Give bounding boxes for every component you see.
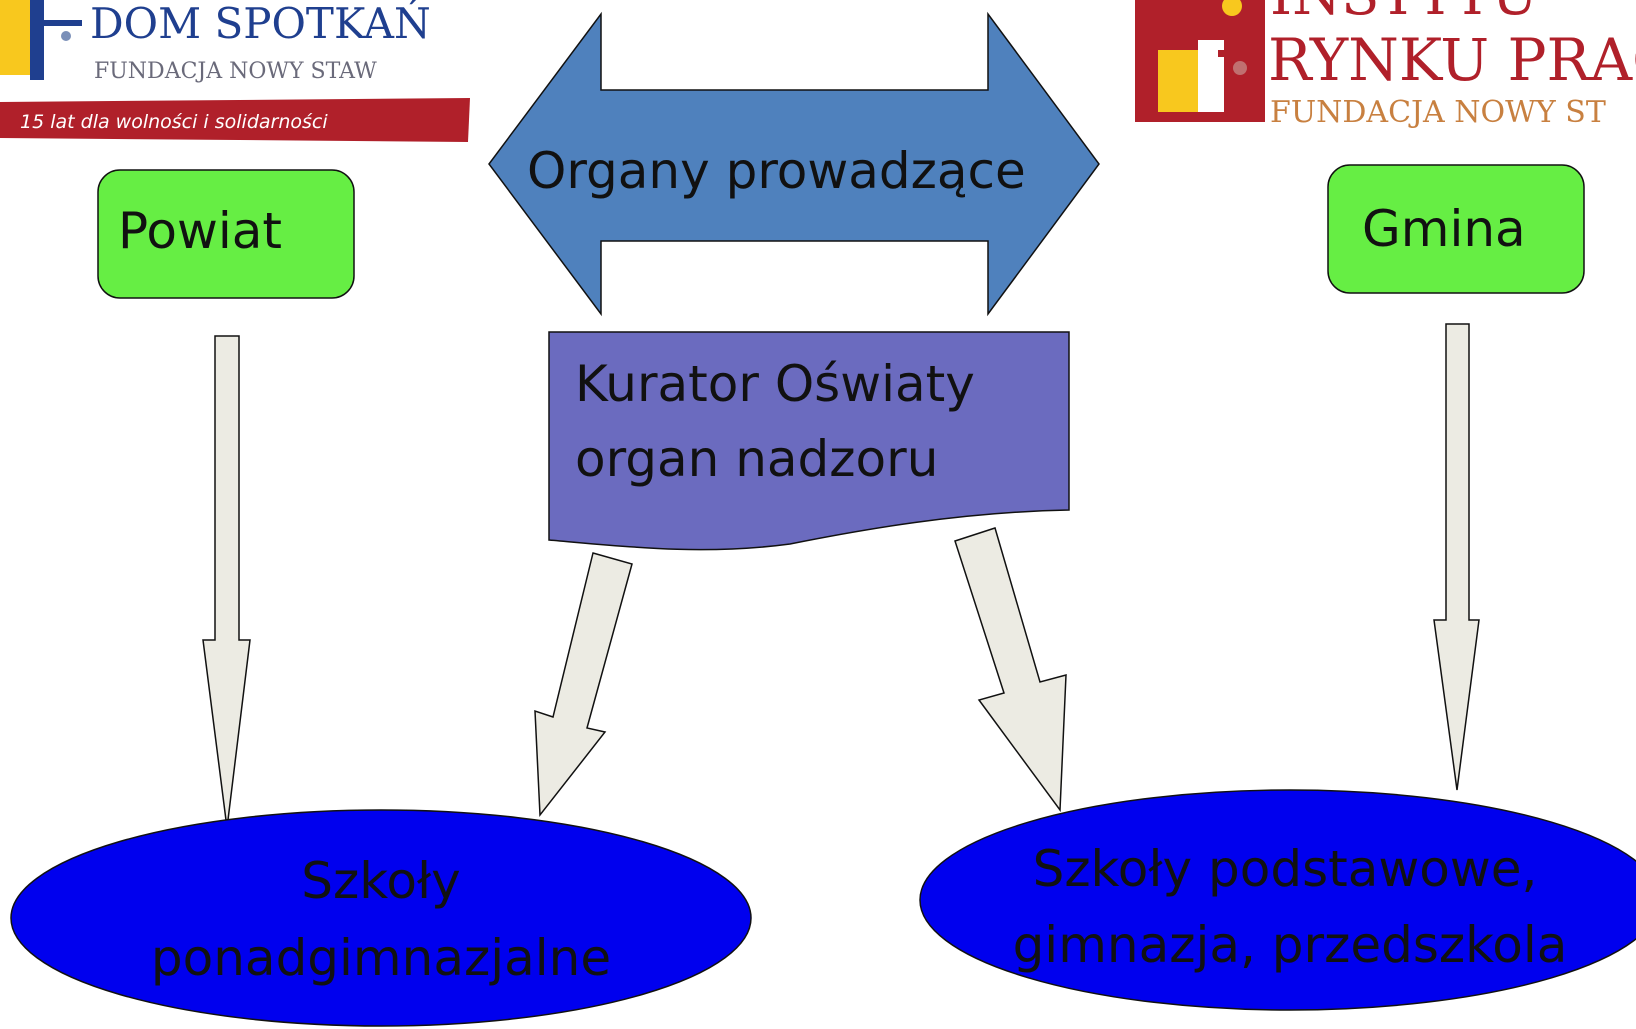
arrow-kurator-to-podstawowe bbox=[954, 527, 1067, 813]
logo-left-red-banner bbox=[0, 98, 470, 142]
logo-left-blue-bar bbox=[30, 0, 44, 80]
logo-left-blue-dash bbox=[44, 20, 82, 26]
organy-prowadzace-arrow: Organy prowadzące bbox=[488, 11, 1100, 317]
szkoly-right-line1: Szkoły podstawowe, bbox=[1033, 840, 1538, 898]
gmina-box bbox=[1327, 164, 1585, 294]
logo-right-pink-dot bbox=[1233, 61, 1247, 75]
kurator-label-line2: organ nadzoru bbox=[575, 430, 938, 488]
szkoly-right-ellipse bbox=[919, 789, 1636, 1011]
logo-right-subtitle: FUNDACJA NOWY ST bbox=[1270, 95, 1606, 130]
logo-right-red-dash bbox=[1218, 50, 1260, 57]
gmina-node: Gmina bbox=[1327, 164, 1585, 294]
logo-left-title: DOM SPOTKAŃ bbox=[90, 0, 431, 48]
kurator-node: Kurator Oświaty organ nadzoru bbox=[548, 331, 1070, 551]
double-arrow-shape bbox=[488, 11, 1100, 317]
szkoly-left-ellipse bbox=[10, 809, 752, 1027]
logo-right-yellow-dot bbox=[1222, 0, 1242, 16]
logo-right-title: RYNKU PRAC bbox=[1268, 26, 1636, 94]
down-arrow-shape bbox=[1433, 323, 1480, 791]
szkoly-podstawowe-node: Szkoły podstawowe, gimnazja, przedszkola bbox=[919, 789, 1636, 1011]
logo-left-dot bbox=[61, 31, 71, 41]
szkoly-left-line2: ponadgimnazjalne bbox=[151, 929, 611, 987]
kurator-box bbox=[548, 331, 1070, 551]
powiat-label: Powiat bbox=[118, 202, 282, 260]
gmina-label: Gmina bbox=[1362, 200, 1526, 258]
logo-right-title-top: INSTYTU bbox=[1270, 0, 1538, 28]
arrow-kurator-to-ponadgimnazjalne bbox=[534, 552, 633, 818]
down-arrow-shape bbox=[202, 335, 251, 829]
arrow-gmina-to-podstawowe bbox=[1433, 323, 1480, 791]
szkoly-left-line1: Szkoły bbox=[301, 852, 461, 910]
logo-right-yellow-block bbox=[1158, 50, 1198, 112]
kurator-label-line1: Kurator Oświaty bbox=[575, 355, 975, 413]
szkoly-right-line2: gimnazja, przedszkola bbox=[1013, 916, 1568, 974]
diagonal-arrow-shape bbox=[534, 552, 633, 818]
logo-left-tagline: 15 lat dla wolności i solidarności bbox=[20, 111, 328, 133]
arrow-powiat-to-ponadgimnazjalne bbox=[202, 335, 251, 829]
powiat-box bbox=[97, 169, 355, 299]
diagonal-arrow-shape bbox=[954, 527, 1067, 813]
logo-left-subtitle: FUNDACJA NOWY STAW bbox=[94, 59, 377, 84]
logo-dom-spotkan: DOM SPOTKAŃ FUNDACJA NOWY STAW 15 lat dl… bbox=[0, 0, 470, 142]
logo-instytut-rynku-pracy: INSTYTU RYNKU PRAC FUNDACJA NOWY ST bbox=[1135, 0, 1636, 130]
organy-label: Organy prowadzące bbox=[527, 142, 1026, 200]
powiat-node: Powiat bbox=[97, 169, 355, 299]
szkoly-ponadgimnazjalne-node: Szkoły ponadgimnazjalne bbox=[10, 809, 752, 1027]
